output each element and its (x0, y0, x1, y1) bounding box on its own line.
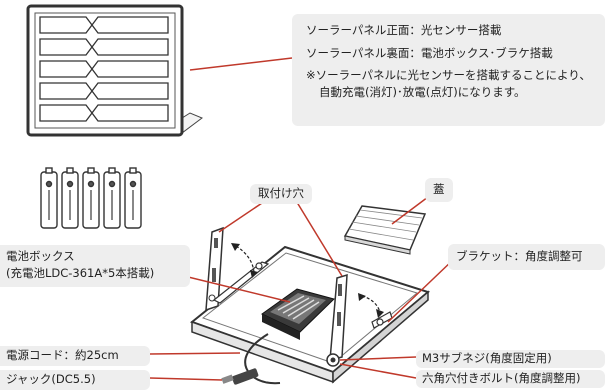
battery (82, 167, 100, 229)
m3-screw-label: M3サブネジ(角度固定用) (416, 350, 605, 368)
battery-box-detail: (充電池LDC-361A*5本搭載) (6, 265, 155, 280)
sensor-note-line1: ※ソーラーパネルに光センサーを搭載することにより、 (306, 68, 591, 83)
battery (124, 167, 142, 229)
solar-panel-front (26, 4, 203, 137)
battery-box-title: 電池ボックス (6, 249, 75, 263)
lid-illustration (343, 205, 427, 255)
battery-box-label: 電池ボックス (充電池LDC-361A*5本搭載) (0, 245, 190, 287)
panel-back-text: ソーラーパネル裏面：電池ボックス･ブラケ搭載 (306, 45, 553, 60)
bracket-label: ブラケット：角度調整可 (448, 244, 605, 270)
power-cord-label: 電源コード：約25cm (0, 346, 150, 366)
battery (40, 167, 58, 229)
battery-set (40, 167, 142, 229)
panel-info-box: ソーラーパネル正面：光センサー搭載 ソーラーパネル裏面：電池ボックス･ブラケ搭載… (292, 14, 605, 126)
hex-bolt-label: 六角穴付きボルト(角度調整用) (416, 370, 605, 388)
left-bracket (205, 226, 224, 312)
panel-front-text: ソーラーパネル正面：光センサー搭載 (306, 23, 502, 37)
battery (103, 167, 121, 229)
battery-box (261, 288, 335, 340)
lid-label: 蓋 (425, 178, 453, 202)
panel-back-assembly (189, 226, 431, 385)
jack-label: ジャック(DC5.5) (0, 370, 150, 390)
right-bracket (326, 273, 348, 367)
battery (61, 167, 79, 229)
sensor-note-line2: 自動充電(消灯)･放電(点灯)になります。 (319, 85, 526, 100)
mount-hole-label: 取付け穴 (250, 184, 312, 204)
dc-jack (221, 368, 259, 385)
